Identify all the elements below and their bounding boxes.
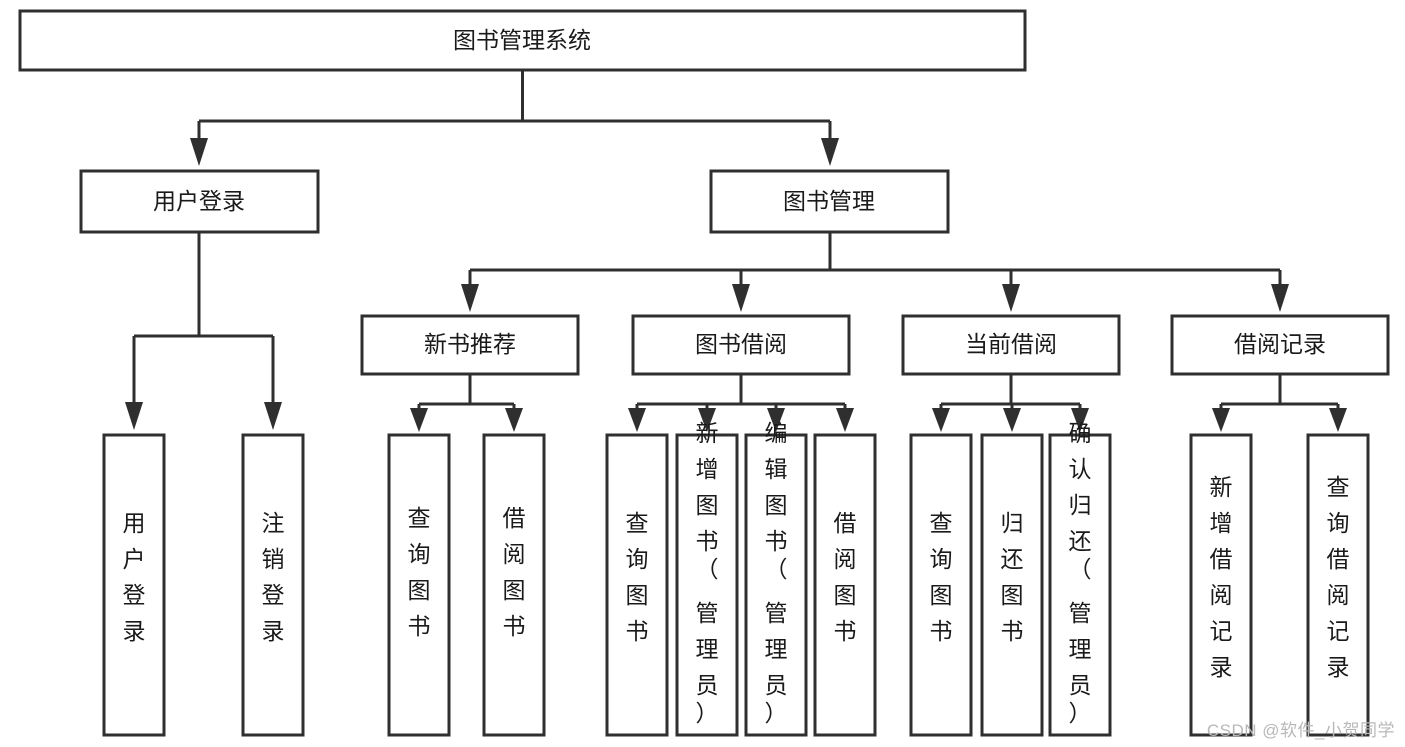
leaf-borrow-book-b-box[interactable]: [813, 433, 877, 737]
connector-group-root: [190, 70, 839, 166]
leaf-confirm-return-admin-label: 确认归还（管理员）: [1069, 420, 1092, 726]
node-book-management-box[interactable]: [709, 169, 950, 234]
node-current-borrow-label: 当前借阅: [965, 331, 1057, 357]
leaf-user-login-label: 用户登录: [123, 510, 146, 644]
arrow-borrow-to-leaf4: [836, 408, 854, 432]
node-book-borrow-box[interactable]: [631, 314, 851, 376]
leaf-node-add-book-admin[interactable]: 新增图书（管理员）: [675, 420, 739, 737]
leaf-borrow-book-a-label: 借阅图书: [503, 505, 526, 639]
arrow-records-to-leaf2: [1329, 408, 1347, 432]
leaf-logout-label: 注销登录: [262, 510, 285, 644]
connector-group-current: [932, 374, 1089, 432]
arrow-borrow-to-leaf3: [767, 408, 785, 432]
node-book-management[interactable]: 图书管理: [709, 169, 950, 234]
node-new-book-recommend[interactable]: 新书推荐: [360, 314, 580, 376]
leaf-borrow-book-a-box[interactable]: [482, 433, 546, 737]
arrow-bookmgmt-to-newbook: [461, 284, 479, 312]
node-user-login[interactable]: 用户登录: [79, 169, 320, 234]
leaf-node-logout[interactable]: 注销登录: [241, 433, 305, 737]
node-new-book-recommend-label: 新书推荐: [424, 331, 516, 357]
leaf-query-book-a-box[interactable]: [387, 433, 451, 737]
arrow-current-to-leaf3: [1071, 408, 1089, 432]
leaf-add-book-admin-label: 新增图书（管理员）: [696, 420, 719, 726]
arrow-root-to-bookmgmt: [821, 138, 839, 166]
leaf-node-query-borrow-record[interactable]: 查询借阅记录: [1306, 433, 1370, 737]
connector-group-login: [125, 232, 282, 430]
arrow-login-to-leaf2: [264, 402, 282, 430]
leaf-return-book-box[interactable]: [980, 433, 1044, 737]
node-book-borrow-label: 图书借阅: [695, 331, 787, 357]
connector-group-borrow: [628, 374, 854, 432]
leaf-query-borrow-record-label: 查询借阅记录: [1327, 474, 1350, 680]
leaf-query-borrow-record-box[interactable]: [1306, 433, 1370, 737]
node-current-borrow[interactable]: 当前借阅: [901, 314, 1121, 376]
leaf-node-add-borrow-record[interactable]: 新增借阅记录: [1189, 433, 1253, 737]
node-current-borrow-box[interactable]: [901, 314, 1121, 376]
leaf-logout-box[interactable]: [241, 433, 305, 737]
node-book-borrow[interactable]: 图书借阅: [631, 314, 851, 376]
leaf-query-book-a-label: 查询图书: [408, 505, 431, 639]
node-borrow-records[interactable]: 借阅记录: [1170, 314, 1390, 376]
arrow-records-to-leaf1: [1212, 408, 1230, 432]
arrow-login-to-leaf1: [125, 402, 143, 430]
leaf-node-confirm-return-admin[interactable]: 确认归还（管理员）: [1048, 420, 1112, 737]
node-root-label: 图书管理系统: [453, 27, 591, 53]
leaf-edit-book-admin-label: 编辑图书（管理员）: [765, 420, 788, 726]
leaf-user-login-box[interactable]: [102, 433, 166, 737]
leaf-node-user-login[interactable]: 用户登录: [102, 433, 166, 737]
connector-group-bookmgmt: [461, 232, 1289, 312]
arrow-root-to-login: [190, 138, 208, 166]
csdn-watermark: CSDN @软件_小贺同学: [1206, 721, 1395, 740]
leaf-query-book-b-box[interactable]: [605, 433, 669, 737]
leaf-confirm-return-admin-box[interactable]: [1048, 433, 1112, 737]
node-root[interactable]: 图书管理系统: [18, 9, 1027, 72]
leaf-node-borrow-book-b[interactable]: 借阅图书: [813, 433, 877, 737]
leaf-return-book-label: 归还图书: [1001, 510, 1024, 644]
leaf-query-book-c-box[interactable]: [909, 433, 973, 737]
leaf-node-edit-book-admin[interactable]: 编辑图书（管理员）: [744, 420, 808, 737]
node-borrow-records-label: 借阅记录: [1234, 331, 1326, 357]
leaf-add-book-admin-box[interactable]: [675, 433, 739, 737]
arrow-bookmgmt-to-borrow: [732, 284, 750, 312]
node-user-login-box[interactable]: [79, 169, 320, 234]
arrow-current-to-leaf2: [1003, 408, 1021, 432]
arrow-bookmgmt-to-current: [1002, 284, 1020, 312]
arrow-current-to-leaf1: [932, 408, 950, 432]
leaf-node-query-book-a[interactable]: 查询图书: [387, 433, 451, 737]
leaf-edit-book-admin-box[interactable]: [744, 433, 808, 737]
arrow-borrow-to-leaf1: [628, 408, 646, 432]
arrow-bookmgmt-to-records: [1271, 284, 1289, 312]
leaf-query-book-c-label: 查询图书: [930, 510, 953, 644]
leaf-node-return-book[interactable]: 归还图书: [980, 433, 1044, 737]
connector-group-records: [1212, 374, 1347, 432]
leaf-add-borrow-record-label: 新增借阅记录: [1210, 474, 1233, 680]
node-new-book-recommend-box[interactable]: [360, 314, 580, 376]
node-user-login-label: 用户登录: [153, 188, 245, 214]
leaf-node-borrow-book-a[interactable]: 借阅图书: [482, 433, 546, 737]
node-book-management-label: 图书管理: [783, 188, 875, 214]
node-borrow-records-box[interactable]: [1170, 314, 1390, 376]
arrow-newbook-to-leaf2: [505, 408, 523, 432]
leaf-query-book-b-label: 查询图书: [626, 510, 649, 644]
arrow-borrow-to-leaf2: [698, 408, 716, 432]
arrow-newbook-to-leaf1: [410, 408, 428, 432]
node-root-box[interactable]: [18, 9, 1027, 72]
leaf-add-borrow-record-box[interactable]: [1189, 433, 1253, 737]
leaf-node-query-book-c[interactable]: 查询图书: [909, 433, 973, 737]
connector-group-newbook: [410, 374, 523, 432]
leaf-node-query-book-b[interactable]: 查询图书: [605, 433, 669, 737]
leaf-borrow-book-b-label: 借阅图书: [834, 510, 857, 644]
